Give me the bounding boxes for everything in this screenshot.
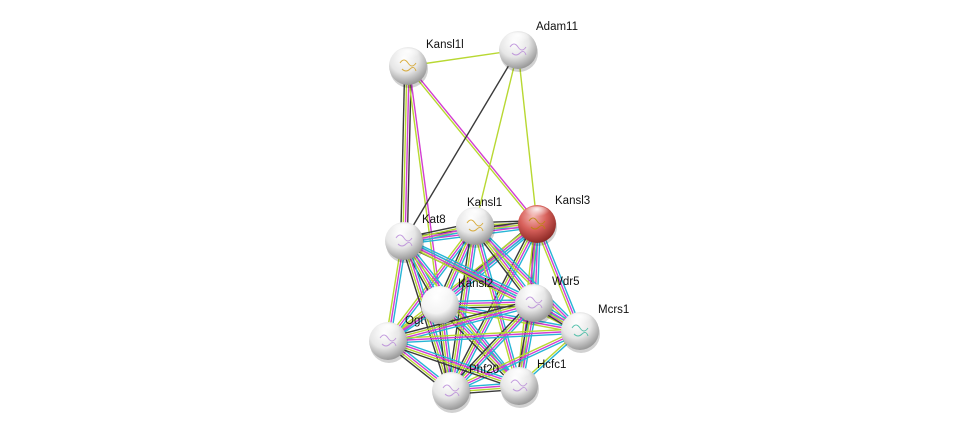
node-phf20[interactable]: Phf20 [432, 364, 499, 413]
node-label: Phf20 [469, 364, 499, 376]
edge-adam11-kansl3[interactable] [517, 49, 538, 225]
edge-kansl1l-kansl3[interactable] [406, 64, 539, 226]
node-highlight [426, 287, 454, 302]
node-highlight [504, 32, 532, 47]
edge-line-databases [389, 226, 478, 343]
edge-line-textmining [385, 224, 474, 341]
edge-line-textmining [386, 221, 537, 340]
edge-line-databases [476, 223, 583, 330]
edge-line-textmining [534, 224, 579, 333]
edge-line-experiments [403, 240, 581, 332]
node-mcrs1[interactable]: Mcrs1 [561, 304, 629, 353]
edge-ogt-hcfc1[interactable] [386, 337, 521, 390]
edge-line-coexpression [447, 222, 535, 390]
node-label: Kansl1l [426, 39, 464, 51]
node-label: Wdr5 [552, 276, 579, 288]
node-kansl2[interactable]: Kansl2 [421, 278, 493, 327]
edge-line-textmining [406, 66, 537, 226]
edge-line-databases [441, 302, 522, 385]
edge-kat8-mcrs1[interactable] [402, 238, 582, 334]
edge-line-experiments [387, 330, 581, 342]
edge-wdr5-ogt[interactable] [386, 299, 536, 345]
node-highlight [437, 373, 465, 388]
edge-kansl2-mcrs1[interactable] [439, 302, 581, 334]
edge-line-databases [440, 302, 581, 330]
node-hcfc1[interactable]: Hcfc1 [500, 359, 566, 408]
edge-line-experiments [451, 303, 536, 393]
node-label: Hcfc1 [537, 359, 566, 371]
node-highlight [461, 208, 489, 223]
edge-mcrs1-phf20[interactable] [449, 328, 582, 394]
edge-line-databases [388, 332, 581, 344]
edge-line-textmining [387, 328, 580, 340]
edge-line-experiments [474, 225, 581, 332]
edge-line-textmining [406, 66, 440, 306]
edge-line-experiments [388, 339, 520, 386]
edge-adam11-kat8[interactable] [403, 49, 519, 242]
edge-line-experiments [408, 65, 442, 305]
edge-line-experiments [536, 223, 581, 332]
edge-line-coexpression [400, 241, 449, 393]
node-highlight [505, 368, 533, 383]
node-highlight [374, 323, 402, 338]
edge-line-databases [538, 222, 583, 331]
node-highlight [394, 48, 422, 63]
edge-line-databases [388, 337, 521, 384]
node-ogt[interactable]: Ogt [369, 315, 424, 363]
edge-line-databases [441, 225, 540, 309]
edge-wdr5-phf20[interactable] [448, 300, 537, 394]
edge-line-textmining [439, 306, 580, 334]
edge-adam11-kansl1[interactable] [474, 49, 519, 227]
edge-line-databases [452, 304, 537, 394]
edge-line-experiments [408, 64, 539, 224]
edge-line-coexpression [448, 300, 533, 390]
edge-line-experiments [404, 66, 410, 242]
node-label: Adam11 [536, 21, 578, 33]
edge-line-textmining [402, 242, 580, 334]
edge-line-textmining [474, 49, 519, 227]
edge-line-coexpression [403, 49, 519, 242]
node-kansl3[interactable]: Kansl3 [518, 195, 590, 246]
edge-line-experiments [450, 330, 581, 392]
node-kansl1[interactable]: Kansl1 [456, 197, 502, 248]
node-label: Kansl2 [458, 278, 493, 290]
node-highlight [520, 285, 548, 300]
node-label: Kansl3 [555, 195, 590, 207]
edge-line-databases [405, 237, 536, 301]
node-kat8[interactable]: Kat8 [385, 214, 446, 263]
edge-line-databases [451, 332, 582, 394]
edge-line-textmining [449, 328, 580, 390]
node-label: Kansl1 [467, 197, 502, 209]
edge-kansl3-mcrs1[interactable] [534, 222, 583, 333]
node-label: Ogt [405, 315, 424, 327]
edge-line-coexpression [400, 65, 406, 241]
node-wdr5[interactable]: Wdr5 [515, 276, 579, 325]
edge-mcrs1-ogt[interactable] [387, 328, 581, 344]
edge-line-textmining [387, 301, 534, 341]
edge-line-coexpression [386, 343, 519, 390]
node-adam11[interactable]: Adam11 [499, 21, 578, 72]
node-highlight [566, 313, 594, 328]
edge-line-textmining [402, 65, 408, 241]
edge-line-experiments [474, 225, 520, 387]
node-label: Kat8 [422, 214, 446, 226]
node-highlight [390, 223, 418, 238]
node-highlight [523, 206, 551, 221]
edge-line-experiments [439, 304, 581, 332]
edge-line-textmining [517, 49, 538, 225]
edge-kansl1l-kansl2[interactable] [406, 65, 442, 306]
edge-line-experiments [388, 303, 535, 343]
edge-line-textmining [387, 341, 519, 388]
edge-line-textmining [449, 301, 534, 391]
edge-line-databases [404, 238, 582, 330]
node-label: Mcrs1 [598, 304, 629, 316]
node-kansl1l[interactable]: Kansl1l [389, 39, 464, 88]
edge-line-coexpression [386, 299, 534, 339]
